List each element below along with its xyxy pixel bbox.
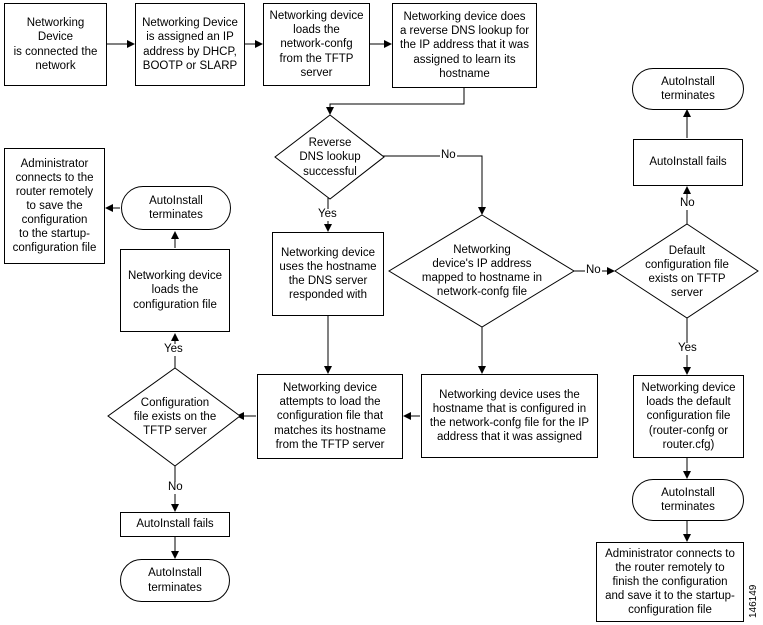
terminal-autoinstall-terminates-bottom: AutoInstall terminates <box>120 559 230 602</box>
label-no-mapped: No <box>585 264 602 277</box>
decision-config-exists-shape <box>107 367 241 467</box>
decision-config-exists: Configuration file exists on the TFTP se… <box>133 396 217 437</box>
node-loads-config-file: Networking device loads the configuratio… <box>120 249 230 332</box>
label-no-default: No <box>679 197 696 210</box>
label-no-config: No <box>167 481 184 494</box>
decision-default-exists: Default configuration file exists on TFT… <box>645 244 729 300</box>
terminal-autoinstall-terminates-top-right: AutoInstall terminates <box>632 68 744 110</box>
node-reverse-dns-lookup: Networking device does a reverse DNS loo… <box>392 3 537 88</box>
label-yes-default: Yes <box>677 342 698 355</box>
terminal-autoinstall-terminates-left: AutoInstall terminates <box>121 186 231 230</box>
terminal-autoinstall-terminates-right: AutoInstall terminates <box>632 479 744 521</box>
label-yes-config: Yes <box>163 343 184 356</box>
node-admin-save-config: Administrator connects to the router rem… <box>4 148 105 264</box>
decision-default-exists-shape <box>614 223 759 319</box>
label-no-dns: No <box>440 149 457 162</box>
node-loads-network-confg: Networking device loads the network-conf… <box>263 3 370 86</box>
figure-id: 146149 <box>748 584 759 618</box>
node-autoinstall-fails-right: AutoInstall fails <box>633 139 743 186</box>
node-ip-assigned: Networking Device is assigned an IP addr… <box>135 3 245 86</box>
label-yes-dns: Yes <box>317 208 338 221</box>
decision-dns-success-shape <box>274 114 385 200</box>
node-device-connected: Networking Device is connected the netwo… <box>4 3 107 86</box>
node-admin-finish-config: Administrator connects to the router rem… <box>596 542 744 622</box>
node-attempts-load-config: Networking device attempts to load the c… <box>257 374 403 459</box>
decision-ip-mapped-shape <box>388 214 575 328</box>
decision-dns-success: Reverse DNS lookup successful <box>299 137 361 178</box>
decision-ip-mapped: Networking device's IP address mapped to… <box>421 243 543 299</box>
node-loads-default-config: Networking device loads the default conf… <box>633 375 744 458</box>
node-autoinstall-fails-left: AutoInstall fails <box>120 512 230 537</box>
node-uses-network-confg-hostname: Networking device uses the hostname that… <box>421 374 598 458</box>
node-uses-dns-hostname: Networking device uses the hostname the … <box>272 232 384 316</box>
